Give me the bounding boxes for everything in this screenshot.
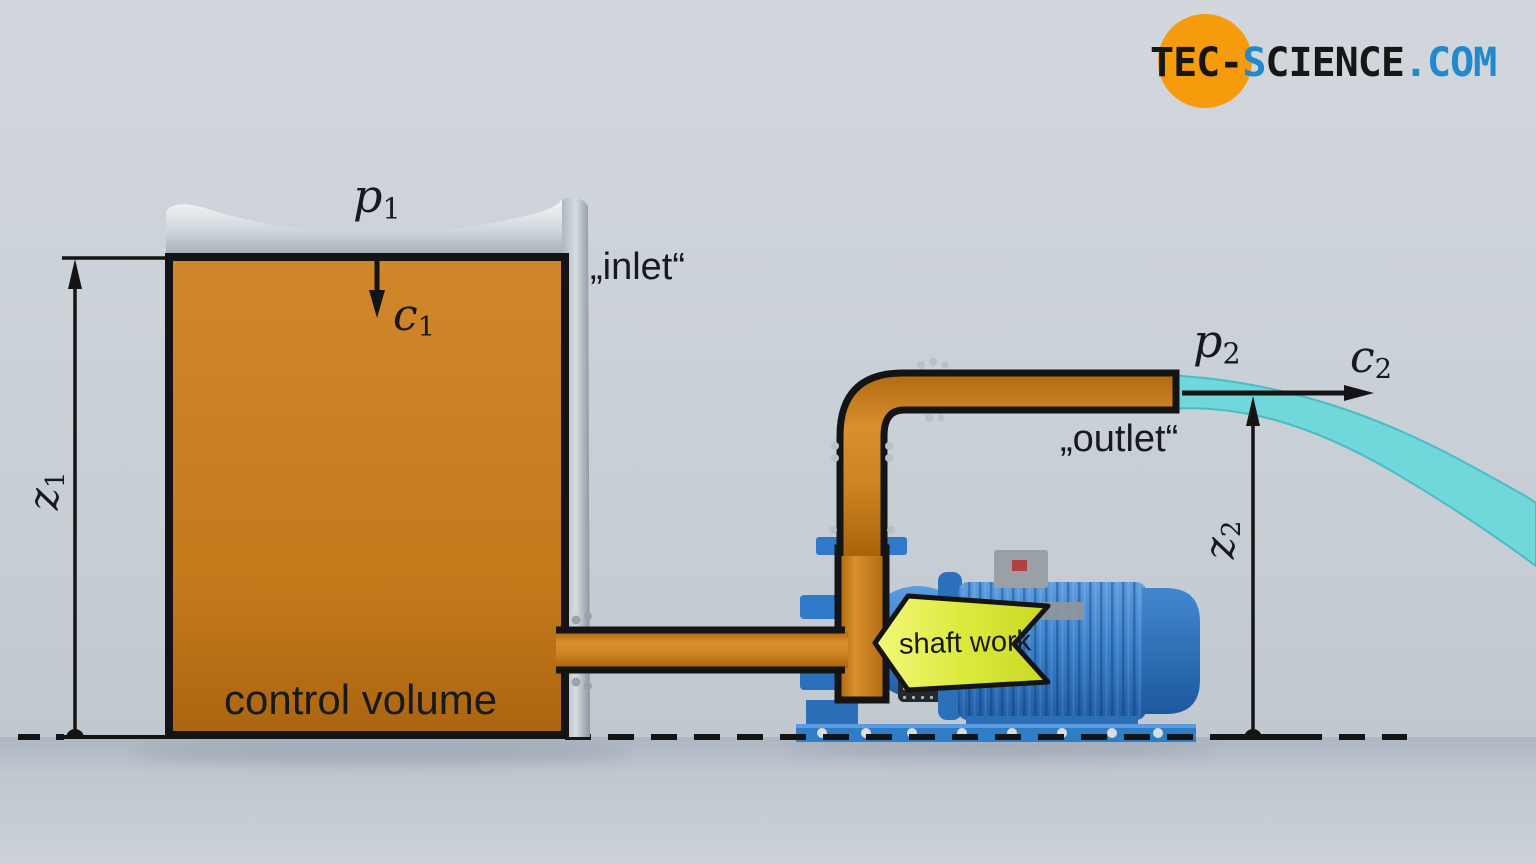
z1-dot — [66, 729, 84, 738]
c2-arrow — [1182, 385, 1374, 401]
pump-foot — [806, 700, 858, 726]
pipe-bolts — [829, 358, 949, 534]
z2-arrowhead — [1246, 396, 1260, 426]
suction-pipe-fill — [556, 632, 848, 668]
inlet-label: „inlet“ — [590, 246, 686, 288]
c2-label: c2 — [1350, 332, 1393, 385]
c1-label: c1 — [393, 290, 436, 343]
motor-nameplate — [1042, 602, 1084, 620]
discharge-pipe — [836, 369, 1180, 556]
logo-text: TEC-SCIENCE.COM — [1150, 40, 1497, 86]
z1-dimension — [62, 256, 168, 738]
pump-casing — [834, 544, 890, 704]
shaft-work-arrow — [872, 593, 1051, 693]
outlet-label: „outlet“ — [1060, 418, 1179, 460]
z1-label: z1 — [19, 471, 71, 511]
site-logo: TEC-SCIENCE.COM — [1146, 10, 1526, 112]
z1-arrowhead — [68, 259, 82, 289]
control-volume-label: control volume — [224, 676, 498, 723]
fan-cover — [1142, 588, 1200, 714]
control-volume-tank — [165, 253, 569, 739]
p2-label: p2 — [1193, 314, 1241, 371]
junction-box-label — [1012, 560, 1027, 571]
suction-pipe — [556, 626, 848, 674]
base-bolts — [817, 728, 1163, 738]
c2-arrowhead — [1344, 385, 1374, 401]
shaft-work-label: shaft work — [898, 625, 1032, 661]
z2-label: z2 — [1195, 520, 1247, 560]
pump-base-highlight — [796, 724, 1196, 728]
logo-circle — [1158, 14, 1252, 108]
c1-arrow — [369, 261, 385, 318]
c1-arrowhead — [369, 290, 385, 318]
pump-shadow — [785, 739, 1215, 757]
tank-shadow — [130, 740, 630, 764]
tank-rim — [166, 199, 562, 262]
z2-dimension — [1244, 396, 1262, 738]
strip-bolts — [571, 612, 592, 690]
z2-dot — [1244, 729, 1262, 738]
tank — [165, 197, 592, 739]
pump-inlet-flange-top — [800, 595, 840, 619]
p1-label: p1 — [353, 169, 401, 226]
